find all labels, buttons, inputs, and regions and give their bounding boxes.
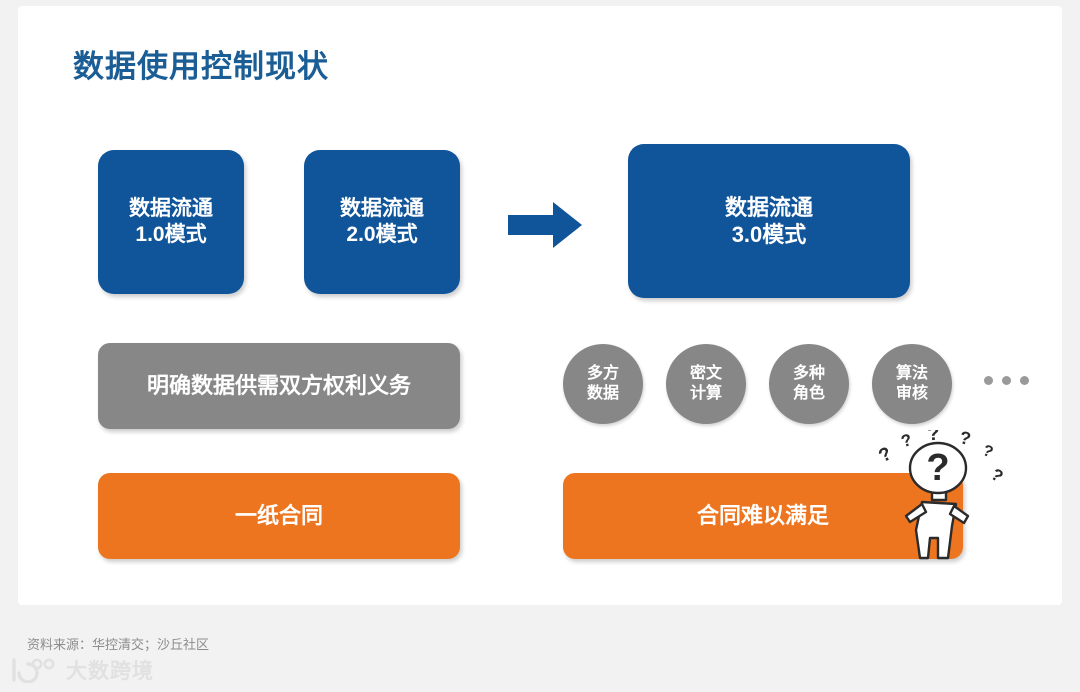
capability-line2: 计算: [689, 385, 722, 402]
capability-line1: 多方: [586, 365, 619, 382]
floating-question-mark: ?: [876, 443, 895, 467]
contract-insufficient-label: 合同难以满足: [696, 503, 829, 529]
mode-3-line2: 3.0模式: [731, 222, 807, 247]
capability-line2: 数据: [586, 385, 619, 402]
arrow-right-icon: [508, 202, 582, 248]
page-title: 数据使用控制现状: [73, 49, 329, 84]
mode-1-line1: 数据流通: [129, 196, 213, 220]
slide-card: 数据使用控制现状 数据流通 1.0模式 数据流通 2.0模式 数据流通 3.0模…: [18, 6, 1062, 605]
watermark: 大数跨境: [6, 655, 154, 685]
mode-3-box[interactable]: 数据流通 3.0模式: [628, 144, 910, 298]
capability-circle-text: 多种 角色: [793, 364, 825, 404]
mode-2-text: 数据流通 2.0模式: [340, 196, 424, 249]
mode-2-box[interactable]: 数据流通 2.0模式: [304, 150, 460, 294]
floating-question-mark: ?: [987, 465, 1004, 487]
floating-question-mark: ?: [899, 430, 914, 451]
floating-question-mark: ?: [958, 430, 973, 449]
mode-2-line2: 2.0模式: [346, 223, 418, 246]
capability-circle-text: 密文 计算: [690, 364, 722, 404]
mode-3-text: 数据流通 3.0模式: [725, 194, 813, 249]
mode-1-line2: 1.0模式: [135, 223, 207, 246]
single-contract-box[interactable]: 一纸合同: [98, 473, 460, 559]
rights-obligations-label: 明确数据供需双方权利义务: [146, 373, 411, 399]
mode-1-text: 数据流通 1.0模式: [129, 196, 213, 249]
rights-obligations-box[interactable]: 明确数据供需双方权利义务: [98, 343, 460, 429]
ellipsis-dots-icon: [984, 376, 1029, 385]
capability-circle-algorithm-audit[interactable]: 算法 审核: [872, 344, 952, 424]
floating-question-mark: ?: [980, 442, 995, 461]
watermark-text: 大数跨境: [66, 660, 154, 683]
contract-insufficient-box[interactable]: 合同难以满足: [563, 473, 963, 559]
source-note: 资料来源：华控清交；沙丘社区: [27, 637, 210, 652]
capability-line2: 角色: [792, 385, 825, 402]
capability-line1: 多种: [792, 365, 825, 382]
capability-circle-multiple-roles[interactable]: 多种 角色: [769, 344, 849, 424]
dashukuajing-logo-icon: [12, 658, 55, 683]
capability-circle-text: 算法 审核: [896, 364, 928, 404]
ellipsis-dot: [1002, 376, 1011, 385]
capability-circle-text: 多方 数据: [587, 364, 619, 404]
ellipsis-dot: [1020, 376, 1029, 385]
ellipsis-dot: [984, 376, 993, 385]
mode-1-box[interactable]: 数据流通 1.0模式: [98, 150, 244, 294]
capability-line2: 审核: [895, 385, 928, 402]
mode-3-line1: 数据流通: [724, 194, 813, 220]
mode-2-line1: 数据流通: [340, 196, 424, 220]
capability-line1: 算法: [895, 365, 928, 382]
single-contract-label: 一纸合同: [234, 503, 323, 529]
floating-question-mark: ?: [927, 430, 941, 445]
capability-circle-ciphertext-compute[interactable]: 密文 计算: [666, 344, 746, 424]
capability-circle-multiparty-data[interactable]: 多方 数据: [563, 344, 643, 424]
capability-line1: 密文: [689, 365, 722, 382]
